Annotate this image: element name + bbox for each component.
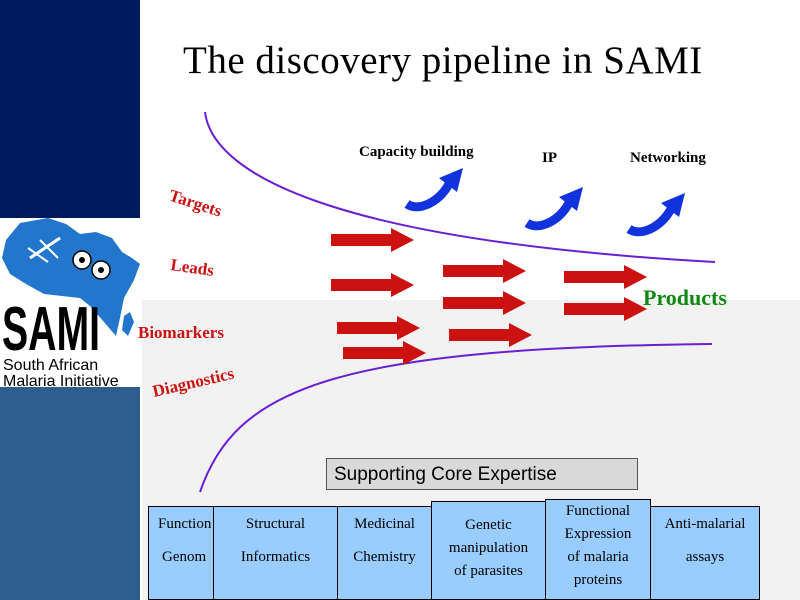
- stage-label-targets: Targets: [167, 186, 225, 221]
- sami-logo: SAMI South African Malaria Initiative: [0, 218, 142, 390]
- navy-banner: [0, 0, 140, 218]
- expertise-line: Genetic: [465, 517, 512, 533]
- output-label-capacity-building: Capacity building: [359, 144, 474, 160]
- blue-curved-arrow: [404, 168, 463, 212]
- red-arrow: [443, 259, 526, 283]
- core-expertise-header: Supporting Core Expertise: [326, 458, 638, 490]
- expertise-box-structural-informatics: Structural Informatics: [213, 506, 338, 600]
- blue-banner: [0, 387, 140, 600]
- africa-map-icon: SAMI South African Malaria Initiative: [2, 218, 140, 390]
- expertise-line: Informatics: [240, 549, 311, 565]
- red-arrow: [564, 297, 647, 321]
- stage-label-diagnostics: Diagnostics: [151, 364, 237, 401]
- expertise-box-genetic-manipulation: Genetic manipulation of parasites: [431, 501, 546, 600]
- expertise-line: Expression: [564, 526, 632, 542]
- stage-label-leads: Leads: [169, 255, 215, 280]
- output-label-ip: IP: [542, 150, 557, 166]
- red-arrow: [331, 273, 414, 297]
- expertise-line: Structural: [245, 516, 306, 532]
- expertise-line: Anti-malarial: [664, 516, 746, 532]
- output-label-networking: Networking: [630, 150, 706, 166]
- products-label: Products: [643, 285, 727, 310]
- red-arrow: [337, 316, 420, 340]
- blue-curved-arrow: [626, 193, 685, 237]
- expertise-line: Function: [158, 516, 212, 532]
- expertise-line: Medicinal: [354, 516, 415, 532]
- expertise-box-functional-expression: Functional Expression of malaria protein…: [545, 499, 651, 600]
- expertise-line: Genom: [162, 549, 207, 565]
- expertise-box-functional-genomics: Function Genom: [148, 506, 220, 600]
- blue-curved-arrow: [524, 187, 583, 231]
- funnel-lower-curve: [199, 343, 713, 493]
- output-arrows: [404, 168, 685, 237]
- red-arrow: [443, 291, 526, 315]
- slide-title: The discovery pipeline in SAMI: [183, 39, 703, 82]
- logo-line-1: South African: [3, 357, 98, 374]
- expertise-line: manipulation: [448, 540, 529, 556]
- logo-line-2: Malaria Initiative: [3, 373, 119, 388]
- stage-arrows: [331, 228, 647, 365]
- red-arrow: [343, 341, 426, 365]
- expertise-box-anti-malarial-assays: Anti-malarial assays: [650, 506, 760, 600]
- stage-label-biomarkers: Biomarkers: [138, 323, 224, 342]
- expertise-line: proteins: [573, 572, 623, 588]
- logo-wordmark: SAMI: [2, 295, 100, 364]
- expertise-line: Functional: [565, 503, 631, 519]
- expertise-line: of parasites: [454, 563, 523, 579]
- expertise-box-medicinal-chemistry: Medicinal Chemistry: [337, 506, 432, 600]
- red-arrow: [449, 323, 532, 347]
- expertise-line: assays: [685, 549, 725, 565]
- expertise-line: of malaria: [567, 549, 629, 565]
- red-arrow: [331, 228, 414, 252]
- red-arrow: [564, 265, 647, 289]
- expertise-line: Chemistry: [353, 549, 416, 565]
- funnel-upper-curve: [204, 111, 716, 263]
